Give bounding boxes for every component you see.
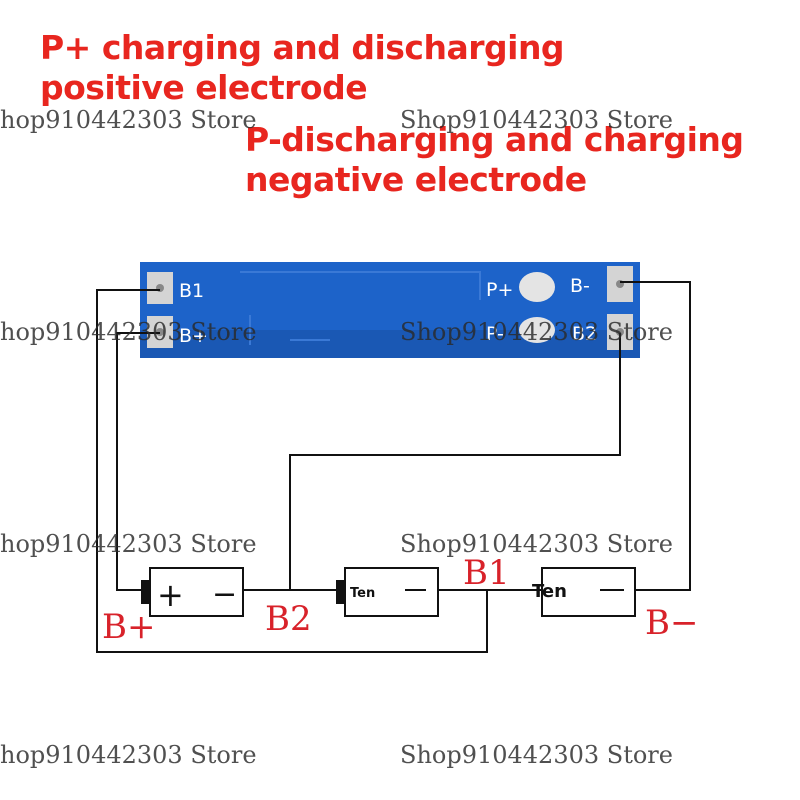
wire-b2 [289,333,621,590]
pad-p-minus [519,317,555,343]
watermark: Shop910442303 Store [400,530,673,558]
node-label-b1: B1 [463,553,510,593]
cell-1-plus-sign: + [157,576,184,614]
p-plus-heading-line2: positive electrode [40,68,368,107]
node-label-b2: B2 [265,599,312,639]
cell-2-label: Ten [350,586,375,601]
watermark: Shop910442303 Store [400,318,673,346]
silk-b2: B2 [572,323,597,345]
p-plus-heading: P+ charging and discharging positive ele… [40,28,565,108]
watermark: hop910442303 Store [0,741,257,769]
pad-b2-hole [616,328,624,336]
silk-b-minus: B- [570,275,590,297]
watermark: hop910442303 Store [0,530,257,558]
silk-p-minus: P- [486,323,504,345]
node-label-b-plus: B+ [102,607,155,647]
cell-3: Ten [532,567,636,617]
cell-2-terminal [336,580,345,604]
cell-1-terminal [141,580,150,604]
watermark: Shop910442303 Store [400,106,673,134]
silk-b-plus: B+ [179,325,208,347]
cell-1: + − [141,567,244,617]
p-plus-heading-line1: P+ charging and discharging [40,28,565,67]
wire-b-plus [116,332,160,591]
wire-b-minus [620,281,691,591]
cell-3-body [541,567,636,617]
bms-board: B1 B+ P+ P- B- B2 [140,262,640,358]
p-minus-heading-line1: P-discharging and charging [245,120,744,159]
wires [96,281,691,653]
node-label-b-minus: B− [645,603,698,643]
cell-2-body [344,567,439,617]
wire-b1 [96,289,488,653]
cell-1-body [149,567,244,617]
cell-2: Ten [336,567,439,617]
pad-p-plus [519,272,555,302]
p-minus-heading: P-discharging and charging negative elec… [245,120,744,200]
cell-3-label: Ten [532,581,567,602]
watermark: Shop910442303 Store [400,741,673,769]
watermark: hop910442303 Store [0,318,257,346]
pcb-trace [240,271,481,345]
pcb-shade [140,330,640,358]
p-minus-heading-line2: negative electrode [245,160,587,199]
watermark: hop910442303 Store [0,106,257,134]
silk-b1: B1 [179,280,204,302]
silk-p-plus: P+ [486,279,513,301]
cell-1-minus-sign: − [212,577,237,612]
